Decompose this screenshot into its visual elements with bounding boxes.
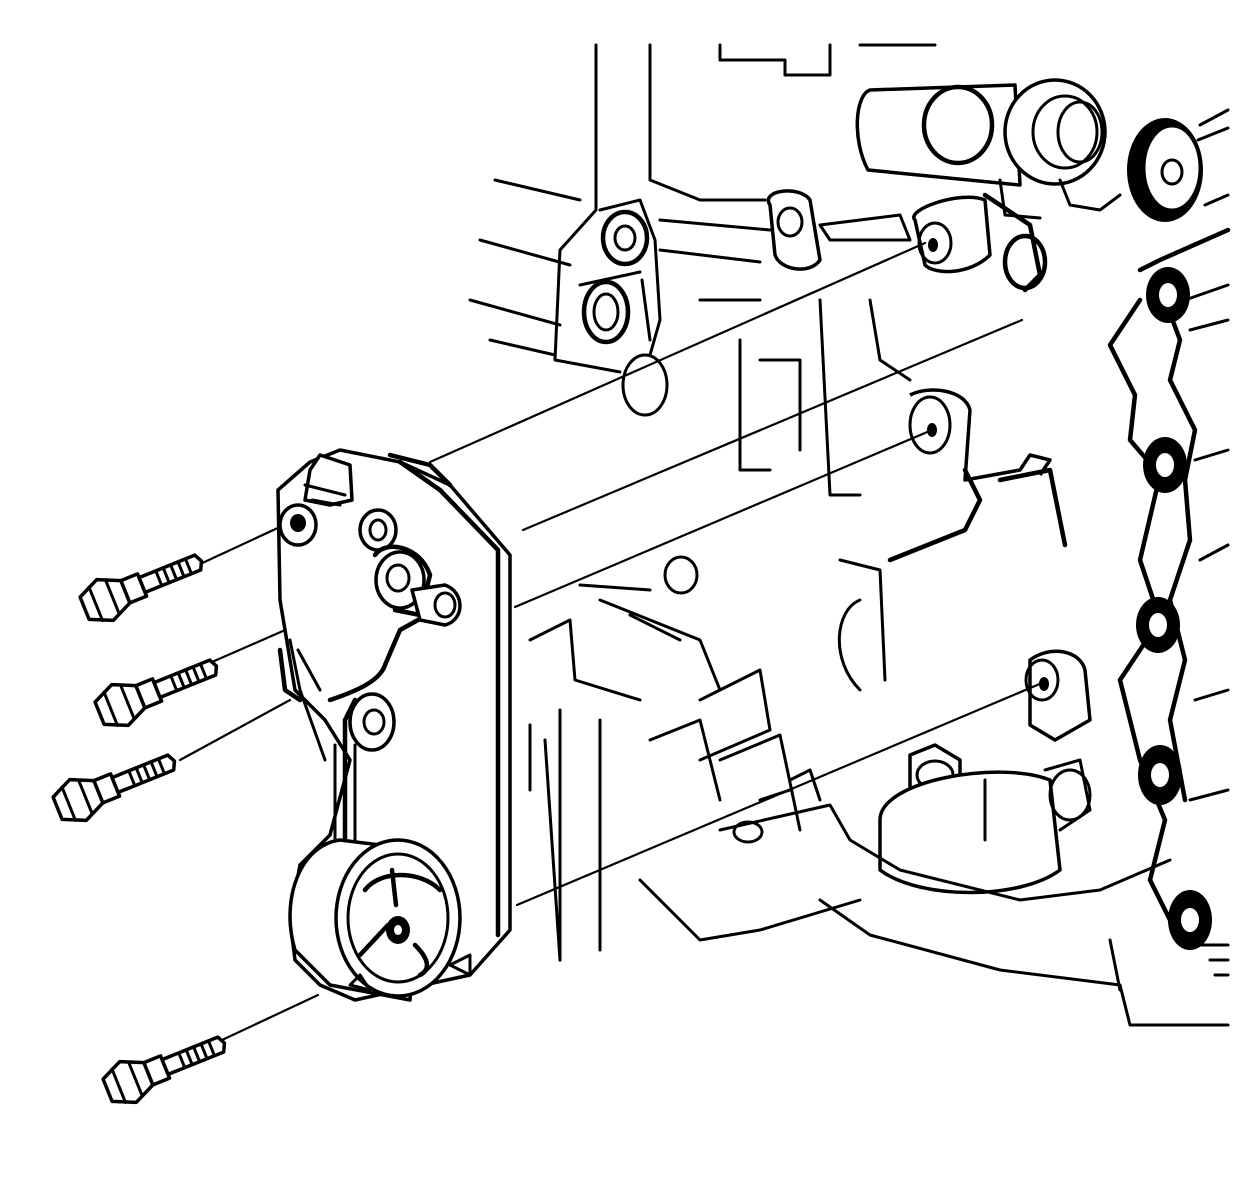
bolt-line-3 bbox=[178, 698, 292, 762]
alignment-line-3 bbox=[513, 428, 934, 609]
upper-dowel-boss bbox=[766, 189, 1048, 293]
idler-pulley bbox=[288, 838, 472, 1002]
oil-pan-outline bbox=[528, 723, 1230, 1027]
coolant-tube-fitting bbox=[855, 78, 1122, 220]
bracket-pivot-boss bbox=[372, 544, 462, 627]
engine-block-upper-outline bbox=[553, 43, 937, 374]
alignment-line-4 bbox=[515, 681, 1044, 907]
engine-block-ribs bbox=[468, 178, 912, 497]
bolt-1 bbox=[78, 553, 204, 623]
bracket-hole-top bbox=[358, 508, 398, 552]
bolt-line-4 bbox=[220, 993, 320, 1042]
engine-block bbox=[468, 43, 1231, 1027]
left-mount-boss bbox=[578, 198, 669, 417]
accessory-bracket bbox=[276, 448, 512, 1002]
bracket-hole-top-left bbox=[278, 503, 318, 547]
right-gasket-flange bbox=[1107, 227, 1231, 950]
alignment-line-1 bbox=[428, 241, 927, 464]
bolt-2 bbox=[93, 658, 219, 728]
bolt-4 bbox=[101, 1035, 227, 1105]
bolt-3 bbox=[51, 753, 177, 823]
top-right-bolt-head bbox=[1127, 108, 1230, 222]
tensioner-arm bbox=[277, 617, 421, 863]
center-dowel-boss bbox=[528, 388, 1068, 962]
alignment-line-2 bbox=[521, 318, 1024, 532]
oil-filter-adapter bbox=[648, 649, 1172, 902]
